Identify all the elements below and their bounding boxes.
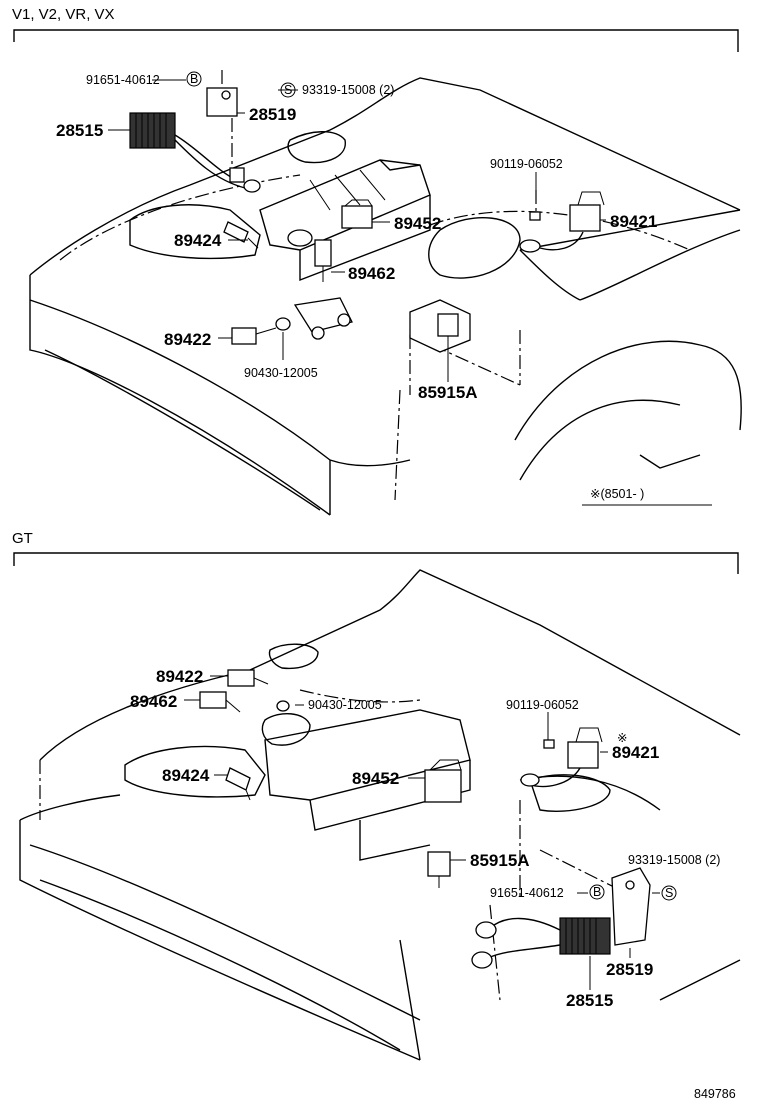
circle-s-symbol [280,82,296,98]
label-28519: 28519 [606,960,653,979]
part-89422-sensor [231,297,353,345]
label-28519: 28519 [249,105,296,124]
label-89462: 89462 [130,692,177,711]
part-89421-ecu [519,190,605,253]
label-91651: 91651-40612 [490,886,564,900]
label-89424: 89424 [174,231,222,250]
part-85915A-sensor [409,299,471,353]
leader-lines-bottom [184,675,660,990]
label-89421: 89421 [612,743,659,762]
footer-code: 849786 [694,1087,736,1101]
label-89424: 89424 [162,766,210,785]
part-89422-sensor [227,669,269,687]
label-90430: 90430-12005 [244,366,318,380]
label-89422: 89422 [156,667,203,686]
part-85915A-sensor [427,851,451,888]
asterisk-mark: ※ [617,731,627,745]
part-89421-ecu [520,727,603,788]
circle-b-letter: B [190,72,198,86]
circle-b-symbol [589,884,605,900]
circle-s-symbol [661,885,677,901]
label-89452: 89452 [352,769,399,788]
part-28515-resistor [129,112,261,193]
section-bottom: GT [12,530,741,1061]
circle-b-letter: B [593,885,601,899]
part-89424-sensor [225,767,251,801]
label-89462: 89462 [348,264,395,283]
label-90119: 90119-06052 [490,157,563,171]
part-89462-sensor [287,229,332,282]
part-89462-sensor [199,691,241,713]
part-28515-resistor [471,917,611,969]
serial-note: ※(8501- ) [590,487,644,501]
label-91651: 91651-40612 [86,73,160,87]
label-28515: 28515 [56,121,103,140]
section-header-v1: V1, V2, VR, VX [12,6,115,23]
section-top: V1, V2, VR, VX [12,6,742,516]
label-89452: 89452 [394,214,441,233]
label-93319: 93319-15008 (2) [302,83,394,97]
circle-s-letter: S [665,886,673,900]
engine-block [129,131,521,282]
section-bracket [13,29,739,52]
label-93319: 93319-15008 (2) [628,853,720,867]
part-89452-sensor [424,759,462,803]
label-89421: 89421 [610,212,657,231]
labels-top: 91651-40612 B S 93319-15008 (2) 28515 28… [56,71,712,506]
section-header-gt: GT [12,530,33,547]
engine-bay-outline [29,77,742,516]
engine-bay-outline [19,569,741,1061]
engine-block [124,643,611,861]
part-89424-sensor [223,221,259,249]
label-85915A: 85915A [470,851,530,870]
section-bracket [13,552,739,574]
labels-bottom: 89422 89462 90430-12005 90119-06052 ※ 89… [130,667,720,1010]
part-washer-90430 [276,700,290,712]
label-28515: 28515 [566,991,613,1010]
label-90119: 90119-06052 [506,698,579,712]
circle-s-letter: S [284,83,292,97]
circle-b-symbol [186,71,202,87]
label-90430: 90430-12005 [308,698,382,712]
part-89452-sensor [341,199,373,229]
label-85915A: 85915A [418,383,478,402]
part-28519-bracket [611,867,651,946]
label-89422: 89422 [164,330,211,349]
part-28519-bracket [206,70,245,183]
